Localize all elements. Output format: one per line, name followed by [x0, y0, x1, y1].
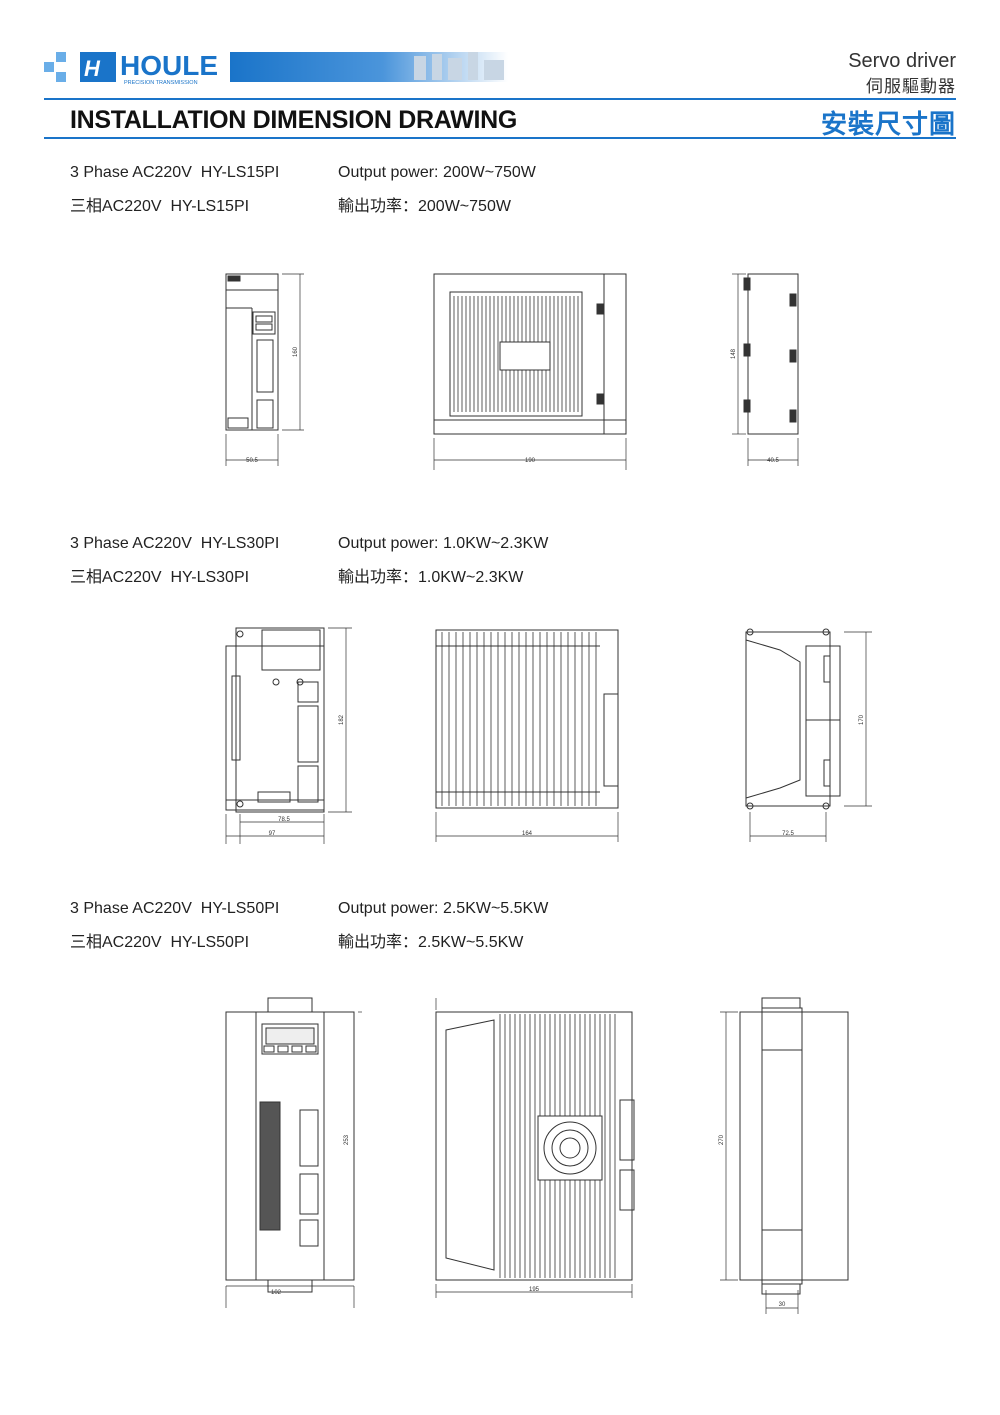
- model-1-spec-zh: 三相AC220V HY-LS15PI 輸出功率：200W~750W: [70, 192, 511, 216]
- model-3-dim-front-width: 102: [271, 1290, 282, 1296]
- model-3-front-view: [225, 997, 355, 1293]
- header-rule-bottom: [44, 137, 956, 139]
- model-2-front-view: [225, 627, 325, 813]
- model-3-drawing: 102 253 195 270 30: [225, 997, 849, 1314]
- model-2-dim-side-depth: 164: [522, 831, 533, 837]
- model-2-spec-en: 3 Phase AC220V HY-LS30PI Output power: 1.…: [70, 535, 548, 553]
- model-1-drawing: 50.5 160 190 148 40.5: [225, 273, 799, 470]
- model-2-side-view: [435, 629, 619, 809]
- model-3-side-view: [435, 1011, 635, 1281]
- houle-logo: H HOULE PRECISION TRANSMISSION: [44, 48, 514, 88]
- logo-text: HOULE: [120, 50, 218, 81]
- model-3-power-zh: 輸出功率：2.5KW~5.5KW: [338, 934, 524, 951]
- model-3-model-zh: HY-LS50PI: [170, 934, 250, 951]
- model-1-dim-rear-width: 40.5: [767, 458, 779, 464]
- model-1-spec-en: 3 Phase AC220V HY-LS15PI Output power: 20…: [70, 164, 536, 182]
- header-rule-top: [44, 98, 956, 100]
- model-3-model-en: HY-LS50PI: [200, 900, 280, 917]
- page-title-en: INSTALLATION DIMENSION DRAWING: [70, 106, 517, 134]
- category-zh: 伺服驅動器: [866, 77, 956, 96]
- model-2-phase-zh: 三相AC220V: [70, 569, 162, 586]
- model-3-phase-zh: 三相AC220V: [70, 934, 162, 951]
- model-2-dim-rear-width: 72.5: [782, 831, 794, 837]
- model-3-dim-rear-width: 30: [779, 1302, 786, 1308]
- model-2-spec-zh: 三相AC220V HY-LS30PI 輸出功率：1.0KW~2.3KW: [70, 563, 523, 587]
- page-title-zh: 安裝尺寸圖: [820, 109, 956, 139]
- model-3-power-en: Output power: 2.5KW~5.5KW: [338, 900, 549, 917]
- model-1-dim-side-depth: 190: [525, 458, 536, 464]
- model-1-model-zh: HY-LS15PI: [170, 198, 250, 215]
- model-3-rear-view: [739, 997, 849, 1295]
- model-2-model-zh: HY-LS30PI: [170, 569, 250, 586]
- model-1-phase-zh: 三相AC220V: [70, 198, 162, 215]
- model-1-model-en: HY-LS15PI: [200, 164, 280, 181]
- model-3-spec-en: 3 Phase AC220V HY-LS50PI Output power: 2.…: [70, 900, 548, 918]
- svg-text:PRECISION TRANSMISSION: PRECISION TRANSMISSION: [124, 80, 198, 86]
- model-3-dim-rear-height: 270: [719, 1134, 725, 1145]
- model-1-dim-height: 160: [293, 346, 299, 357]
- model-2-power-en: Output power: 1.0KW~2.3KW: [338, 535, 549, 552]
- model-3-dim-side-depth: 195: [529, 1287, 540, 1293]
- model-1-power-zh: 輸出功率：200W~750W: [338, 198, 511, 215]
- model-3-phase-en: 3 Phase AC220V: [70, 900, 192, 917]
- model-2-drawing: 78.5 97 182 164 170 72.5: [225, 627, 872, 844]
- model-1-side-view: [433, 273, 627, 435]
- model-1-dim-rear-height: 148: [731, 348, 737, 359]
- model-3-dim-height: 253: [344, 1134, 350, 1145]
- model-2-power-zh: 輸出功率：1.0KW~2.3KW: [338, 569, 524, 586]
- model-2-phase-en: 3 Phase AC220V: [70, 535, 192, 552]
- model-1-power-en: Output power: 200W~750W: [338, 164, 536, 181]
- model-2-dim-front-inner: 78.5: [278, 817, 290, 823]
- model-1-rear-view: [743, 273, 799, 435]
- model-2-model-en: HY-LS30PI: [200, 535, 280, 552]
- model-2-dim-rear-height: 170: [859, 714, 865, 725]
- model-2-dim-front-width: 97: [269, 831, 276, 837]
- model-1-dim-front-width: 50.5: [246, 458, 258, 464]
- category-en: Servo driver: [848, 50, 956, 72]
- model-1-front-view: [225, 273, 279, 431]
- model-2-rear-view: [745, 628, 841, 810]
- model-3-spec-zh: 三相AC220V HY-LS50PI 輸出功率：2.5KW~5.5KW: [70, 928, 523, 952]
- model-2-dim-height: 182: [339, 714, 345, 725]
- logo-graphic: H HOULE PRECISION TRANSMISSION: [44, 50, 508, 86]
- svg-text:H: H: [84, 56, 101, 81]
- model-1-phase-en: 3 Phase AC220V: [70, 164, 192, 181]
